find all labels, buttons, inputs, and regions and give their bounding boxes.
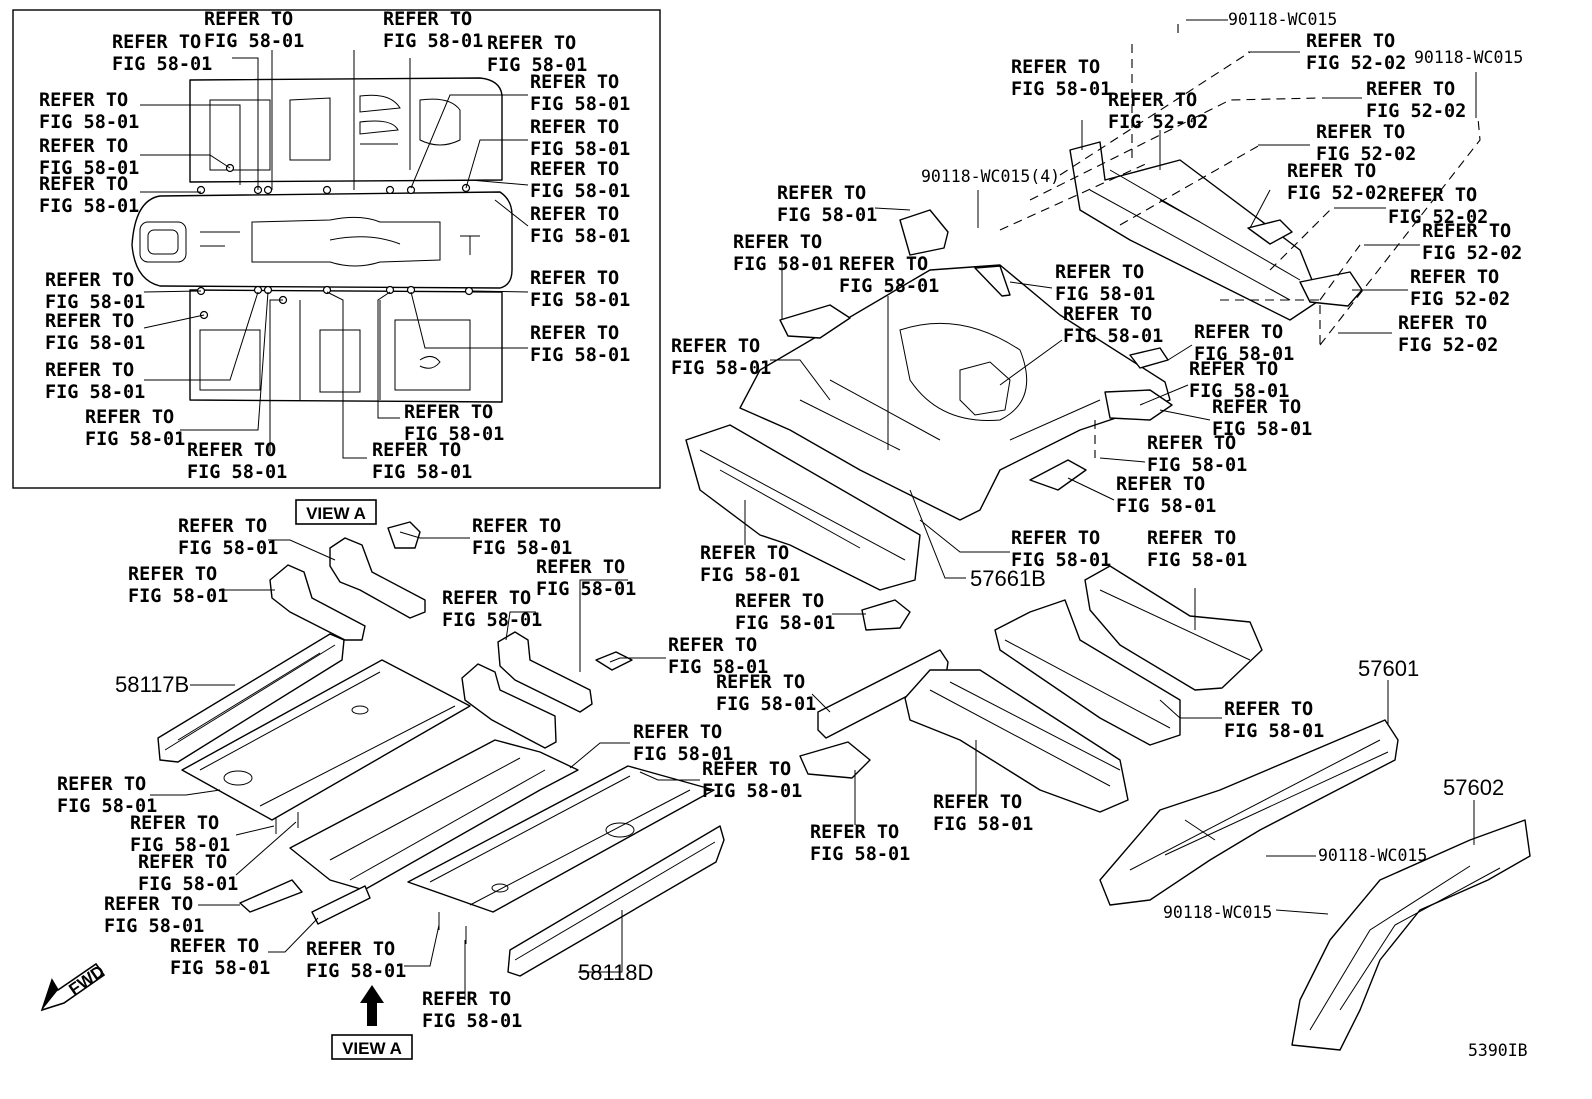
- fwd-arrow-icon: FWD: [40, 962, 108, 1012]
- part-number-bolt: 90118-WC015: [1163, 903, 1272, 922]
- part-number-bolt: 90118-WC015: [1228, 10, 1337, 29]
- part-number-58118D: 58118D: [578, 960, 653, 985]
- right-side-members: [1099, 719, 1531, 1051]
- part-number-bolt: 90118-WC015: [1414, 48, 1523, 67]
- diagram-id: 5390IB: [1468, 1041, 1528, 1060]
- part-number-bolt-qty: 90118-WC015(4): [921, 167, 1060, 186]
- svg-text:FWD: FWD: [65, 962, 108, 1000]
- center-floor-parts: [685, 141, 1363, 813]
- inset-frame: [12, 9, 661, 489]
- view-a-bottom: VIEW A: [331, 985, 413, 1060]
- right-side-labels: 57601 57602 90118-WC015 90118-WC015 5390…: [1163, 656, 1528, 1060]
- right-side-leaders: [1266, 680, 1475, 915]
- view-arrow-icon: [360, 985, 384, 1026]
- inset-leaders: [140, 50, 529, 459]
- inset-floor-view: [131, 77, 513, 403]
- part-number-57601: 57601: [1358, 656, 1419, 681]
- center-leaders: [744, 19, 1477, 825]
- part-number-57661B: 57661B: [970, 566, 1046, 591]
- part-number-58117B: 58117B: [115, 672, 189, 697]
- lower-left-leaders: [150, 531, 700, 1000]
- center-dashed-guides: [999, 24, 1481, 458]
- svg-text:VIEW A: VIEW A: [306, 504, 366, 523]
- view-a-top: VIEW A: [295, 499, 377, 525]
- svg-text:VIEW A: VIEW A: [342, 1039, 402, 1058]
- part-number-57602: 57602: [1443, 775, 1504, 800]
- part-number-bolt: 90118-WC015: [1318, 846, 1427, 865]
- lower-left-parts: [157, 521, 725, 977]
